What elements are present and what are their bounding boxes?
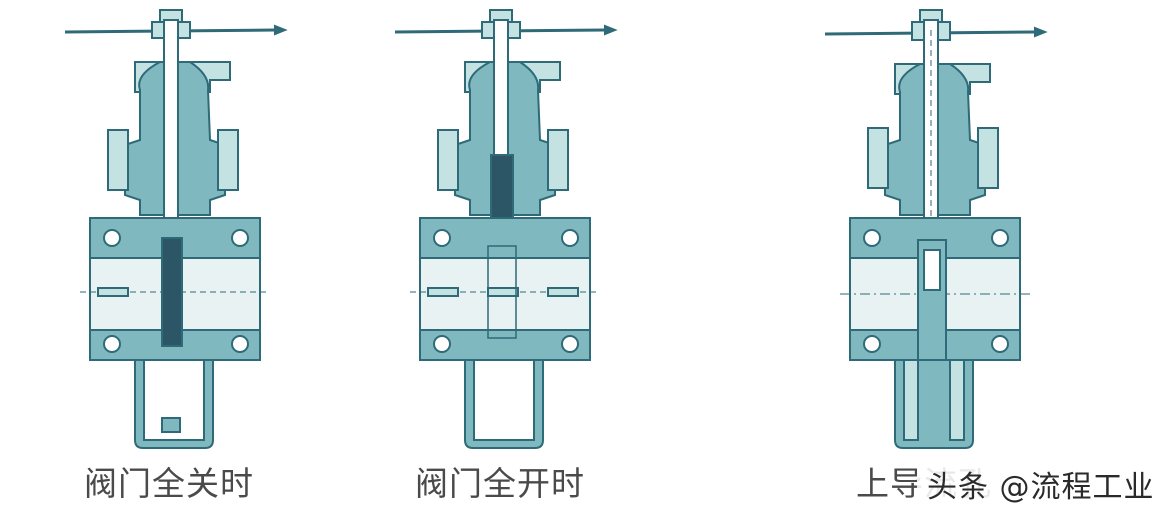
valve-closed-drawing bbox=[64, 9, 288, 449]
caption-open: 阀门全开时 bbox=[415, 464, 585, 503]
handwheel-arrow bbox=[604, 24, 618, 36]
bolt-right bbox=[547, 129, 569, 191]
valve-open-figure bbox=[370, 0, 670, 470]
bolt-left bbox=[437, 129, 459, 191]
stem bbox=[493, 19, 509, 161]
diversion-hole bbox=[923, 249, 941, 291]
handwheel-arrow bbox=[274, 24, 288, 36]
valve-open-drawing bbox=[394, 9, 618, 449]
bolt-right bbox=[217, 129, 239, 191]
watermark-text: 头条 @流程工业 bbox=[927, 470, 1155, 505]
bolt-right bbox=[977, 127, 999, 189]
valve-guide-figure bbox=[800, 0, 1100, 470]
handwheel-arrow bbox=[1034, 26, 1048, 38]
bolt-left bbox=[107, 129, 129, 191]
stem bbox=[163, 19, 179, 241]
valve-closed-figure bbox=[40, 0, 340, 470]
valve-guide-drawing bbox=[824, 9, 1048, 449]
caption-closed: 阀门全关时 bbox=[84, 464, 254, 503]
bolt-left bbox=[867, 127, 889, 189]
gate bbox=[161, 237, 183, 347]
watermark: 头条 @流程工业 bbox=[917, 462, 1161, 506]
